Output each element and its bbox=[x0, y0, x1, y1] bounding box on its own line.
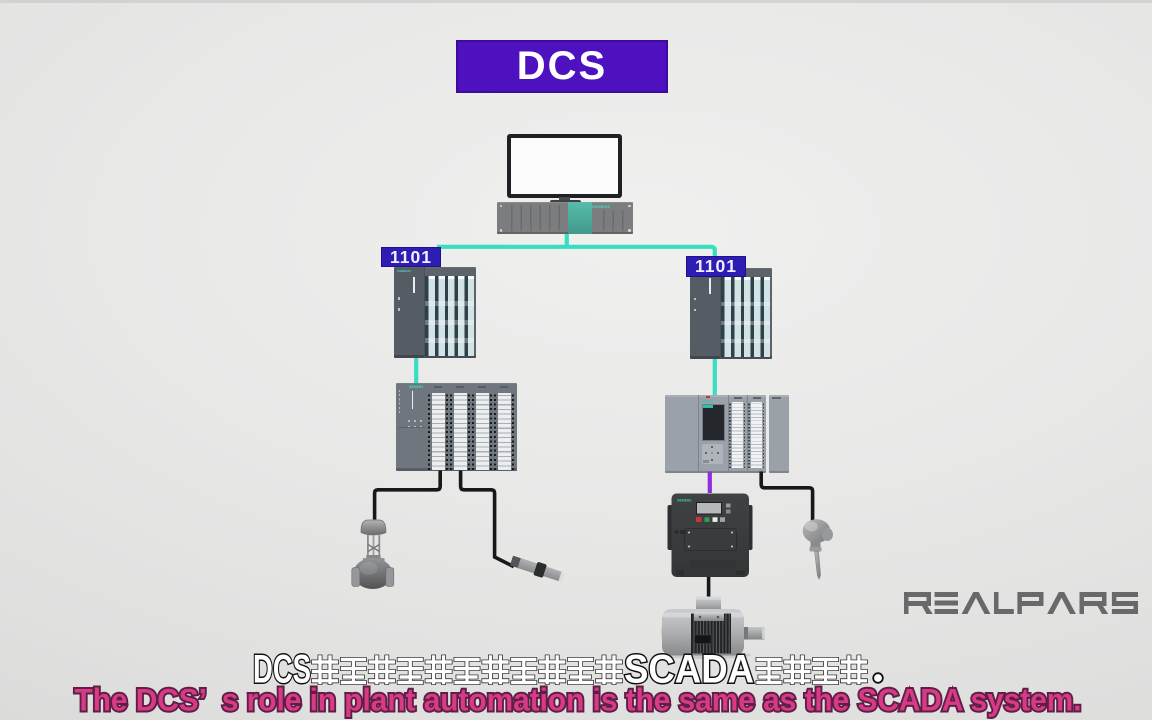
svg-text:The DCS’ s role in plant auto: The DCS’ s role in plant automation is t… bbox=[75, 682, 1082, 718]
svg-text:SCADA: SCADA bbox=[624, 648, 754, 692]
svg-text:DCS: DCS bbox=[253, 648, 311, 692]
svg-text:SIEMENS: SIEMENS bbox=[677, 499, 691, 503]
